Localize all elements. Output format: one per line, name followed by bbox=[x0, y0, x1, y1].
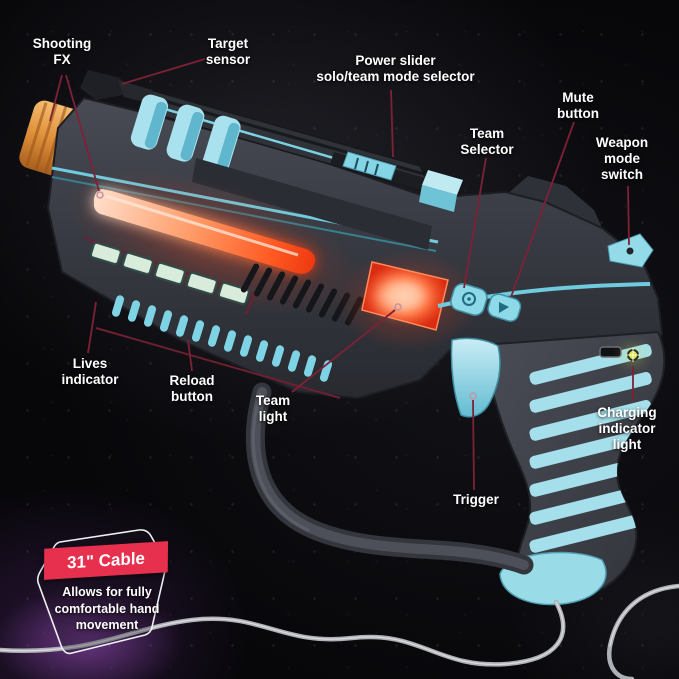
team-selector-button-icon bbox=[462, 292, 476, 306]
callout-markers bbox=[96, 191, 477, 400]
power-slider bbox=[330, 151, 436, 193]
weapon-mode-switch bbox=[607, 233, 654, 268]
shooting-fx-light bbox=[65, 170, 365, 314]
reload-led-strip bbox=[111, 295, 333, 382]
callout-label-reload-button: Reload button bbox=[169, 373, 215, 404]
pistol-grip bbox=[480, 330, 666, 606]
callout-label-team-selector: Team Selector bbox=[460, 126, 514, 157]
rail-fins bbox=[130, 94, 241, 175]
charging-led bbox=[624, 346, 642, 364]
mute-button-icon bbox=[499, 302, 509, 313]
callout-label-charging-indicator-light: Charging indicator light bbox=[597, 405, 657, 452]
grip-stripes bbox=[529, 343, 652, 553]
trigger-blade bbox=[450, 337, 501, 418]
callout-label-target-sensor: Target sensor bbox=[205, 36, 251, 67]
cable-length-text: 31" Cable bbox=[66, 548, 146, 572]
callout-label-team-light: Team light bbox=[255, 393, 291, 424]
team-light-lens bbox=[336, 250, 480, 350]
callout-label-weapon-mode-switch: Weapon mode switch bbox=[595, 135, 649, 182]
rear-sight-block bbox=[419, 170, 463, 212]
callout-label-lives-indicator: Lives indicator bbox=[61, 356, 119, 387]
cable-benefit-text: Allows for fully comfortable hand moveme… bbox=[54, 585, 160, 632]
power-slider-knob bbox=[342, 151, 397, 181]
callout-label-mute-button: Mute button bbox=[557, 90, 599, 121]
callout-label-trigger: Trigger bbox=[453, 492, 499, 507]
body-inset-panel bbox=[192, 158, 432, 250]
lives-indicator-lights bbox=[90, 241, 250, 305]
team-selector-button bbox=[450, 283, 488, 316]
callout-label-shooting-fx: Shooting FX bbox=[32, 36, 92, 67]
badge-glow bbox=[0, 587, 183, 679]
callout-lines bbox=[49, 58, 634, 491]
mute-button bbox=[487, 293, 522, 322]
charging-port bbox=[599, 346, 622, 358]
power-cable bbox=[0, 583, 679, 679]
callout-label-power-slider: Power slider solo/team mode selector bbox=[316, 53, 475, 84]
trigger-guard bbox=[245, 382, 534, 575]
